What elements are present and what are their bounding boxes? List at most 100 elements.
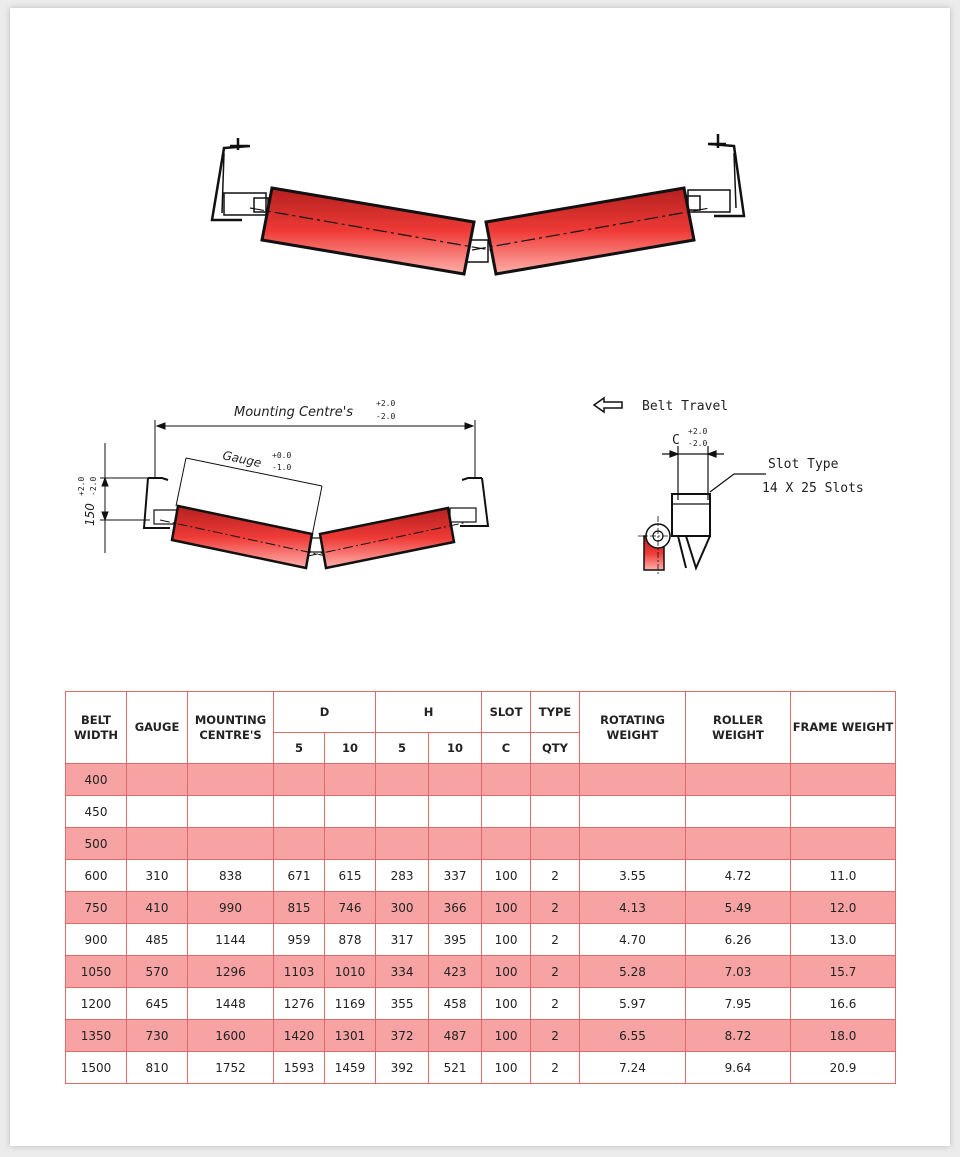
table-cell bbox=[375, 795, 430, 828]
table-cell bbox=[790, 763, 897, 796]
header-frame-weight: FRAME WEIGHT bbox=[790, 691, 897, 764]
table-cell bbox=[530, 827, 581, 860]
table-cell bbox=[126, 763, 188, 796]
header-rotating-weight: ROTATING WEIGHT bbox=[579, 691, 687, 764]
slot-c-tol-upper: +2.0 bbox=[688, 427, 707, 436]
table-cell: 100 bbox=[481, 1051, 532, 1084]
table-cell: 372 bbox=[375, 1019, 430, 1052]
table-cell: 750 bbox=[65, 891, 127, 924]
table-cell: 334 bbox=[375, 955, 430, 988]
table-cell: 100 bbox=[481, 923, 532, 956]
table-cell bbox=[579, 827, 687, 860]
table-cell: 1448 bbox=[187, 987, 274, 1020]
belt-travel-label: Belt Travel bbox=[642, 399, 728, 414]
table-cell bbox=[790, 795, 897, 828]
header-slot-c: C bbox=[481, 732, 532, 764]
mounting-tol-lower: -2.0 bbox=[376, 412, 395, 421]
table-cell: 838 bbox=[187, 859, 274, 892]
header-type: TYPE bbox=[530, 691, 581, 733]
table-cell: 2 bbox=[530, 923, 581, 956]
table-cell bbox=[375, 763, 430, 796]
table-cell: 100 bbox=[481, 955, 532, 988]
table-cell: 366 bbox=[428, 891, 483, 924]
table-cell bbox=[790, 827, 897, 860]
table-cell bbox=[126, 795, 188, 828]
header-roller-weight: ROLLER WEIGHT bbox=[685, 691, 792, 764]
table-cell bbox=[428, 795, 483, 828]
table-cell: 1600 bbox=[187, 1019, 274, 1052]
gauge-tol-lower: -1.0 bbox=[272, 463, 291, 472]
table-cell: 645 bbox=[126, 987, 188, 1020]
table-cell: 2 bbox=[530, 987, 581, 1020]
table-cell: 959 bbox=[273, 923, 325, 956]
height-value: 150 bbox=[83, 503, 97, 526]
table-cell: 317 bbox=[375, 923, 430, 956]
table-cell: 5.49 bbox=[685, 891, 792, 924]
gauge-tol-upper: +0.0 bbox=[272, 451, 291, 460]
table-cell bbox=[273, 827, 325, 860]
table-cell: 815 bbox=[273, 891, 325, 924]
table-cell: 487 bbox=[428, 1019, 483, 1052]
table-cell: 2 bbox=[530, 891, 581, 924]
table-cell: 2 bbox=[530, 859, 581, 892]
table-cell: 20.9 bbox=[790, 1051, 897, 1084]
table-cell: 4.13 bbox=[579, 891, 687, 924]
table-cell: 1296 bbox=[187, 955, 274, 988]
table-cell: 100 bbox=[481, 987, 532, 1020]
table-cell bbox=[187, 795, 274, 828]
front-right-roller bbox=[307, 506, 469, 570]
table-cell bbox=[126, 827, 188, 860]
top-left-roller bbox=[249, 186, 491, 276]
table-cell: 283 bbox=[375, 859, 430, 892]
table-cell: 337 bbox=[428, 859, 483, 892]
table-cell: 400 bbox=[65, 763, 127, 796]
header-d-10: 10 bbox=[323, 732, 377, 764]
table-cell: 500 bbox=[65, 827, 127, 860]
table-cell: 395 bbox=[428, 923, 483, 956]
header-d-5: 5 bbox=[273, 732, 325, 764]
mounting-centres-label: Mounting Centre's bbox=[234, 405, 353, 420]
table-cell: 16.6 bbox=[790, 987, 897, 1020]
table-cell: 1420 bbox=[273, 1019, 325, 1052]
table-cell: 5.97 bbox=[579, 987, 687, 1020]
table-cell: 6.55 bbox=[579, 1019, 687, 1052]
table-cell: 7.03 bbox=[685, 955, 792, 988]
table-cell: 18.0 bbox=[790, 1019, 897, 1052]
table-cell: 8.72 bbox=[685, 1019, 792, 1052]
belt-travel-arrow-icon bbox=[592, 396, 623, 414]
header-h-10: 10 bbox=[428, 732, 483, 764]
table-cell bbox=[530, 795, 581, 828]
height-tol-upper: +2.0 bbox=[77, 477, 86, 496]
table-cell: 7.24 bbox=[579, 1051, 687, 1084]
document-page: Mounting Centre's +2.0 -2.0 Gauge +0.0 -… bbox=[10, 8, 950, 1146]
table-cell: 4.72 bbox=[685, 859, 792, 892]
specification-table: BELT WIDTH GAUGE MOUNTING CENTRE'S D H S… bbox=[65, 691, 897, 1084]
table-cell: 5.28 bbox=[579, 955, 687, 988]
table-cell: 355 bbox=[375, 987, 430, 1020]
table-cell: 13.0 bbox=[790, 923, 897, 956]
slot-c-tol-lower: -2.0 bbox=[688, 439, 707, 448]
header-type-qty: QTY bbox=[530, 732, 581, 764]
table-cell bbox=[579, 795, 687, 828]
table-cell bbox=[187, 763, 274, 796]
table-cell: 1350 bbox=[65, 1019, 127, 1052]
table-cell: 7.95 bbox=[685, 987, 792, 1020]
table-cell: 1593 bbox=[273, 1051, 325, 1084]
table-cell: 485 bbox=[126, 923, 188, 956]
table-cell bbox=[428, 827, 483, 860]
table-cell bbox=[323, 827, 377, 860]
height-tol-lower: -2.0 bbox=[89, 477, 98, 496]
engineering-drawing: Mounting Centre's +2.0 -2.0 Gauge +0.0 -… bbox=[77, 134, 864, 576]
table-cell bbox=[685, 827, 792, 860]
table-cell: 423 bbox=[428, 955, 483, 988]
slot-type-label: Slot Type bbox=[768, 457, 839, 472]
table-row: 450 bbox=[65, 795, 897, 828]
table-cell: 2 bbox=[530, 955, 581, 988]
table-cell: 1010 bbox=[323, 955, 377, 988]
header-gauge: GAUGE bbox=[126, 691, 188, 764]
